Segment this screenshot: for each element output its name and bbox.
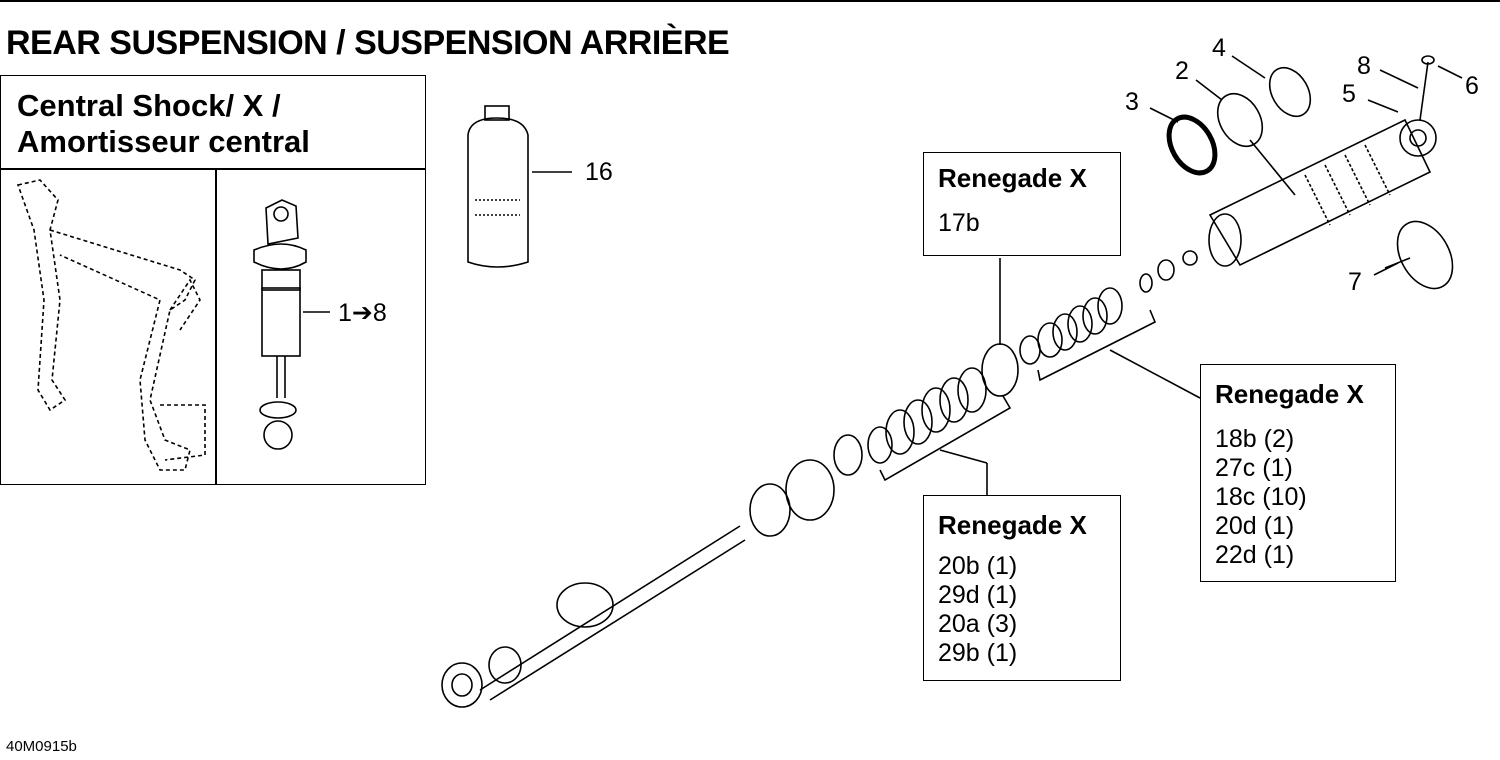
renegade-box-20: Renegade X 20b (1) 29d (1) 20a (3) 29b (… — [923, 495, 1121, 681]
shaft-drawing — [441, 525, 746, 708]
shim-stack-upper-drawing — [1019, 287, 1201, 399]
washer-lower-drawing — [833, 434, 863, 476]
renegade-box-17: Renegade X 17b — [923, 152, 1121, 256]
shock-assembly-callout: 1➔8 — [338, 299, 387, 327]
callout-5: 5 — [1342, 80, 1356, 108]
renegade-box-17-heading: Renegade X — [938, 163, 1087, 193]
frame-drawing — [16, 179, 206, 471]
callout-2: 2 — [1175, 57, 1189, 85]
o-ring-lower-drawing — [749, 483, 791, 537]
washer-drawing — [1157, 259, 1175, 281]
inset-divider-horizontal — [1, 168, 425, 170]
inset-divider-vertical — [215, 168, 217, 484]
renegade-box-18-line: 22d (1) — [1215, 541, 1295, 569]
renegade-box-18-line: 20d (1) — [1215, 512, 1295, 540]
callout-6: 6 — [1465, 72, 1479, 100]
renegade-box-18-line: 27c (1) — [1215, 454, 1293, 482]
renegade-box-20-line: 29b (1) — [938, 639, 1018, 667]
callout-4: 4 — [1212, 34, 1226, 62]
callout-8: 8 — [1357, 52, 1371, 80]
spring-nut-7-drawing — [1396, 220, 1454, 290]
renegade-box-17-line: 17b — [938, 209, 980, 237]
top-rule — [0, 0, 1500, 2]
small-shock-drawing — [253, 199, 330, 450]
renegade-box-18-line: 18c (10) — [1215, 483, 1307, 511]
callout-7: 7 — [1348, 268, 1362, 296]
renegade-box-18-line: 18b (2) — [1215, 425, 1295, 453]
inset-title-line1: Central Shock/ X / — [17, 88, 281, 123]
callout-3: 3 — [1125, 88, 1139, 116]
oil-bottle-drawing — [467, 105, 572, 268]
nut-drawing — [1182, 250, 1198, 266]
renegade-box-20-line: 29d (1) — [938, 581, 1018, 609]
callout-16: 16 — [585, 158, 613, 186]
inset-title-line2: Amortisseur central — [17, 124, 310, 159]
bolt-6-drawing — [1419, 61, 1429, 121]
inset-panel: Central Shock/ X / Amortisseur central 1… — [0, 75, 426, 485]
renegade-box-20-line: 20b (1) — [938, 552, 1018, 580]
shock-body-drawing — [1208, 118, 1437, 267]
renegade-box-18-heading: Renegade X — [1215, 379, 1364, 409]
shim-stack-lower-drawing — [867, 367, 1012, 495]
piston-drawing — [981, 343, 1019, 397]
renegade-box-20-line: 20a (3) — [938, 610, 1018, 638]
o-ring-3-drawing — [1166, 114, 1218, 176]
figure-code: 40M0915b — [6, 738, 77, 755]
page-title: REAR SUSPENSION / SUSPENSION ARRIÈRE — [6, 24, 730, 62]
renegade-box-20-heading: Renegade X — [938, 510, 1087, 540]
inset-title: Central Shock/ X / Amortisseur central — [17, 88, 310, 160]
seal-4-drawing — [1268, 66, 1312, 118]
base-valve-drawing — [785, 459, 835, 521]
renegade-box-18: Renegade X 18b (2) 27c (1) 18c (10) 20d … — [1200, 364, 1396, 582]
